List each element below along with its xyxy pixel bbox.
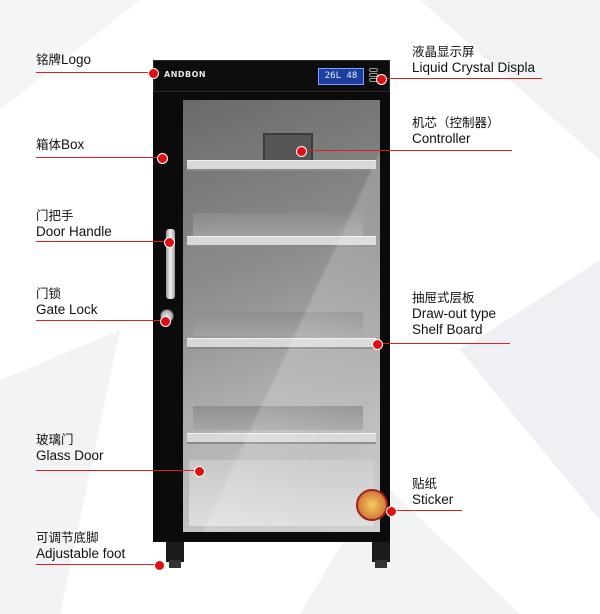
callout-adjustable-foot-line [36,564,158,565]
callout-glass-door-line [36,470,198,471]
callout-adjustable-foot-dot [154,560,165,571]
shelf-4 [187,433,376,444]
glass-reflection [183,100,380,532]
callout-door-handle-line [36,241,168,242]
callout-glass-door-dot [194,466,205,477]
callout-logo-line [36,72,152,73]
lcd-display: 26L 48 [318,68,364,85]
callout-gate-lock-line [36,320,164,321]
callout-shelf-dot [372,339,383,350]
cabinet-top-panel: ANDBON 26L 48 [153,60,390,92]
foot-right [372,542,390,562]
foot-right-base [375,560,387,568]
cabinet-body [153,92,390,542]
callout-lcd-dot [376,74,387,85]
shelf-1 [187,160,376,171]
callout-shelf-line [376,343,510,344]
foot-left-base [169,560,181,568]
callout-sticker-line [390,510,462,511]
callout-logo-dot [148,68,159,79]
callout-logo-label: 铭牌Logo [36,52,92,67]
callout-sticker-dot [386,506,397,517]
callout-controller-dot [296,146,307,157]
shelf-tray-2 [193,213,363,237]
shelf-3 [187,338,376,349]
shelf-tray-4 [193,406,363,430]
callout-controller-line [300,150,512,151]
shelf-tray-3 [193,312,363,336]
callout-box-dot [157,153,168,164]
warranty-sticker [356,489,388,521]
bottom-plate [189,460,374,526]
foot-left [166,542,184,562]
callout-box-label: 箱体Box [36,137,85,152]
shelf-2 [187,236,376,247]
door-handle [166,229,175,299]
glass-door [183,100,380,532]
callout-box-line [36,157,161,158]
callout-gate-lock-dot [160,316,171,327]
callout-controller-label: 机芯（控制器）Controller [412,115,500,146]
callout-door-handle-dot [164,237,175,248]
callout-lcd-line [380,78,542,79]
brand-logo: ANDBON [164,70,207,79]
